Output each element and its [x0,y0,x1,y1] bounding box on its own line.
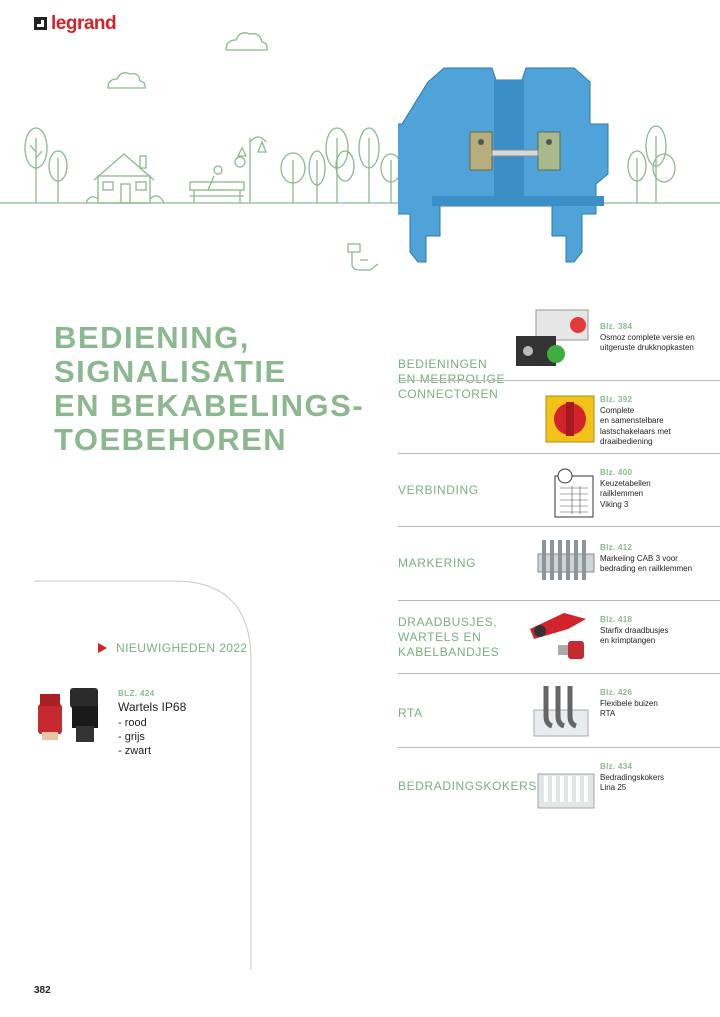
tree-icon [24,127,48,203]
product-page-ref: Blz. 412 [600,543,633,552]
product-item[interactable]: Blz. 392 Complete en samenstelbare lasts… [600,395,718,448]
section-label-line: EN MEERPOLIGE [398,372,506,386]
arrow-right-icon [98,643,107,653]
product-page-ref: Blz. 392 [600,395,633,404]
tree-icon [325,127,349,203]
bench-icon [189,165,245,203]
section-label-line: CONNECTOREN [398,387,499,401]
product-page-ref: Blz. 418 [600,615,633,624]
selection-table-image[interactable] [554,466,594,518]
divider [398,747,720,748]
tree-icon [358,127,380,203]
cloud-icon [107,72,146,89]
product-item[interactable]: Blz. 384 Osmoz complete versie en uitger… [600,322,718,354]
section-draadbusjes[interactable]: DRAADBUSJES, WARTELS EN KABELBANDJES [398,615,499,660]
product-description: Bedradingskokers Lina 25 [600,772,665,793]
cloud-icon [225,32,268,51]
section-label-line: BEDRADINGSKOKERS [398,779,537,793]
title-line: BEDIENING, [54,320,250,355]
news-item-bullets: - rood - grijs - zwart [118,716,186,758]
product-item[interactable]: Blz. 426 Flexibele buizen RTA [600,688,718,720]
tree-icon [335,150,355,182]
section-markering[interactable]: MARKERING [398,556,476,571]
section-label-line: BEDIENINGEN [398,357,488,371]
divider [398,673,720,674]
tree-icon [645,125,667,203]
news-item-page-ref: BLZ. 424 [118,689,155,698]
section-verbinding[interactable]: VERBINDING [398,483,479,498]
lamp-post-icon [234,136,267,203]
terminal-screw-icon [469,131,561,171]
product-item[interactable]: Blz. 412 Markeiing CAB 3 voor bedrading … [600,543,718,575]
title-line: EN BEKABELINGS- [54,388,365,423]
section-bedradingskokers[interactable]: BEDRADINGSKOKERS [398,779,537,794]
marker-strip-image[interactable] [536,536,596,584]
product-page-ref: Blz. 400 [600,468,633,477]
news-heading-label: NIEUWIGHEDEN 2022 [116,641,248,655]
rotary-switch-image[interactable] [544,394,596,444]
tree-icon [48,150,68,203]
crimping-tool-image[interactable] [526,607,590,663]
bullet-item: - grijs [118,731,145,743]
tree-icon [280,152,306,203]
section-rta[interactable]: RTA [398,706,423,721]
product-item[interactable]: Blz. 418 Starfix draadbusjes en krimptan… [600,615,718,647]
news-card-outline [34,580,252,970]
divider [398,526,720,527]
cable-gland-image [38,688,98,742]
product-description: Starfix draadbusjes en krimptangen [600,625,669,646]
title-line: SIGNALISATIE [54,354,287,389]
product-description: Osmoz complete versie en uitgeruste druk… [600,332,695,353]
page-title: BEDIENING, SIGNALISATIE EN BEKABELINGS- … [54,321,364,457]
house-icon [85,153,165,204]
bullet-item: - rood [118,717,147,729]
divider [398,600,720,601]
legrand-logo: legrand [34,13,117,34]
section-label-line: KABELBANDJES [398,645,500,659]
tree-icon [652,153,676,183]
cable-duct-image[interactable] [536,766,598,810]
section-label-line: DRAADBUSJES, [398,615,498,629]
pushbutton-image[interactable] [512,306,594,374]
title-line: TOEBEHOREN [54,422,288,457]
tree-icon [308,150,326,203]
news-item-title: Wartels IP68 [118,700,187,714]
product-page-ref: Blz. 426 [600,688,633,697]
flexible-tube-image[interactable] [532,684,590,738]
product-item[interactable]: Blz. 434 Bedradingskokers Lina 25 [600,762,718,794]
product-item[interactable]: Blz. 400 Keuzetabellen railklemmen Vikin… [600,468,718,510]
product-description: Complete en samenstelbare lastschakelaar… [600,405,671,447]
divider [398,380,720,381]
news-item: BLZ. 424 Wartels IP68 - rood - grijs - z… [118,689,186,758]
section-bedieningen[interactable]: BEDIENINGEN EN MEERPOLIGE CONNECTOREN [398,357,505,402]
divider [398,453,720,454]
legrand-logo-icon [34,17,47,30]
bullet-item: - zwart [118,745,151,757]
product-description: Keuzetabellen railklemmen Viking 3 [600,478,651,509]
section-label-line: WARTELS EN [398,630,482,644]
landscape-illustration [0,32,720,271]
terminal-block-image [398,67,609,263]
page-number: 382 [34,985,51,996]
section-label-line: VERBINDING [398,483,479,497]
news-heading: NIEUWIGHEDEN 2022 [98,641,248,655]
product-description: Markeiing CAB 3 voor bedrading en railkl… [600,553,693,574]
product-description: Flexibele buizen RTA [600,698,658,719]
product-page-ref: Blz. 434 [600,762,633,771]
logo-text: legrand [51,13,117,34]
product-page-ref: Blz. 384 [600,322,633,331]
hand-tool-icon [347,243,379,271]
tree-icon [627,150,647,203]
section-label-line: MARKERING [398,556,477,570]
section-label-line: RTA [398,706,423,720]
